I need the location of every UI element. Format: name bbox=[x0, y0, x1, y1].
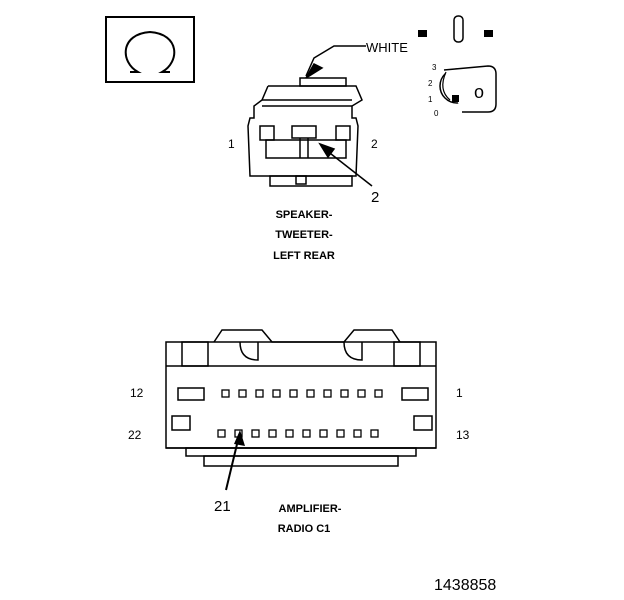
pin-cavity-top bbox=[306, 389, 315, 398]
amplifier-callout-label: 21 bbox=[214, 498, 231, 515]
pin-cavity-top bbox=[238, 389, 247, 398]
pin-cavity-top bbox=[221, 389, 230, 398]
pin-cavity-bottom bbox=[217, 429, 226, 438]
pin-cavity-bottom bbox=[251, 429, 260, 438]
pin-cavity-top bbox=[323, 389, 332, 398]
tweeter-title-line-1: SPEAKER- bbox=[276, 209, 333, 221]
tweeter-pin-2-label: 2 bbox=[371, 137, 378, 151]
key-position-2: 2 bbox=[428, 79, 433, 88]
key-position-3: 3 bbox=[432, 63, 437, 72]
amplifier-pin-13-label: 13 bbox=[456, 428, 470, 442]
pin-cavity-top bbox=[340, 389, 349, 398]
figure-id: 1438858 bbox=[434, 577, 496, 594]
key-position-0: 0 bbox=[434, 109, 439, 118]
tweeter-connector bbox=[247, 45, 373, 187]
pin-cavity-top bbox=[272, 389, 281, 398]
tweeter-pin-1-label: 1 bbox=[228, 137, 235, 151]
amplifier-pin-22-label: 22 bbox=[128, 428, 142, 442]
pin-cavity-bottom bbox=[319, 429, 328, 438]
amplifier-pin-12-label: 12 bbox=[130, 386, 144, 400]
tweeter-callout-label: 2 bbox=[371, 189, 379, 206]
pin-cavity-bottom bbox=[285, 429, 294, 438]
pin-cavity-bottom bbox=[268, 429, 277, 438]
pin-cavity-bottom bbox=[302, 429, 311, 438]
amplifier-pin-1-label: 1 bbox=[456, 386, 463, 400]
pin-cavity-bottom bbox=[353, 429, 362, 438]
svg-text:o: o bbox=[474, 82, 484, 102]
amplifier-connector bbox=[165, 329, 437, 467]
amplifier-title-line-2: RADIO C1 bbox=[278, 523, 331, 535]
amplifier-callout-arrow bbox=[225, 430, 245, 491]
amplifier-pin-cavities bbox=[217, 389, 383, 438]
amplifier-title-line-1: AMPLIFIER- bbox=[279, 503, 342, 515]
pin-cavity-top bbox=[255, 389, 264, 398]
wire-color-label: WHITE bbox=[366, 40, 408, 55]
tweeter-title-line-2: TWEETER- bbox=[275, 229, 333, 241]
pin-cavity-top bbox=[374, 389, 383, 398]
pin-cavity-bottom bbox=[370, 429, 379, 438]
ignition-key-icon: o 3 2 1 0 bbox=[418, 15, 497, 118]
omega-logo-icon bbox=[105, 16, 195, 83]
pin-cavity-bottom bbox=[336, 429, 345, 438]
tweeter-title-line-3: LEFT REAR bbox=[273, 250, 335, 262]
pin-cavity-top bbox=[357, 389, 366, 398]
pin-cavity-top bbox=[289, 389, 298, 398]
key-position-1: 1 bbox=[428, 95, 433, 104]
